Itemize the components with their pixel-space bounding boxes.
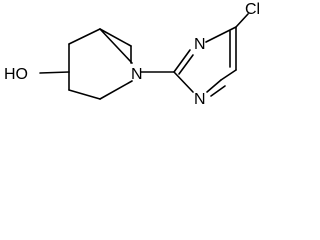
- bond-c2-n1-upper: [99, 28, 132, 47]
- bond-c2-n1: [99, 28, 133, 64]
- bond-c3-c2: [68, 28, 101, 45]
- pyrimidine-ring: [140, 13, 249, 97]
- bond-c4-cl: [235, 13, 249, 28]
- piperidine-ring: [39, 28, 133, 100]
- bond-n1-c6: [99, 80, 133, 100]
- bond-n3-c4: [205, 26, 237, 43]
- hydroxyl-label: HO: [4, 66, 28, 83]
- bond-c2prime-n3-double: [178, 54, 194, 75]
- bond-c6-n1prime-double: [210, 85, 226, 97]
- bond-c6-n1prime: [206, 79, 222, 93]
- bond-c2prime-n3: [173, 49, 191, 73]
- pyrimidine-nitrogen-bottom-label: N: [194, 91, 206, 108]
- bond-c6-c5: [68, 89, 101, 100]
- chemical-structure: HO N N N Cl: [4, 1, 260, 108]
- pyrimidine-nitrogen-top-label: N: [194, 36, 206, 53]
- chlorine-label: Cl: [245, 1, 260, 18]
- bond-n1prime-c2prime: [173, 71, 194, 93]
- bond-c4-oh: [39, 71, 70, 74]
- piperidine-nitrogen-label: N: [131, 66, 143, 83]
- bond-c5-c6: [220, 69, 237, 81]
